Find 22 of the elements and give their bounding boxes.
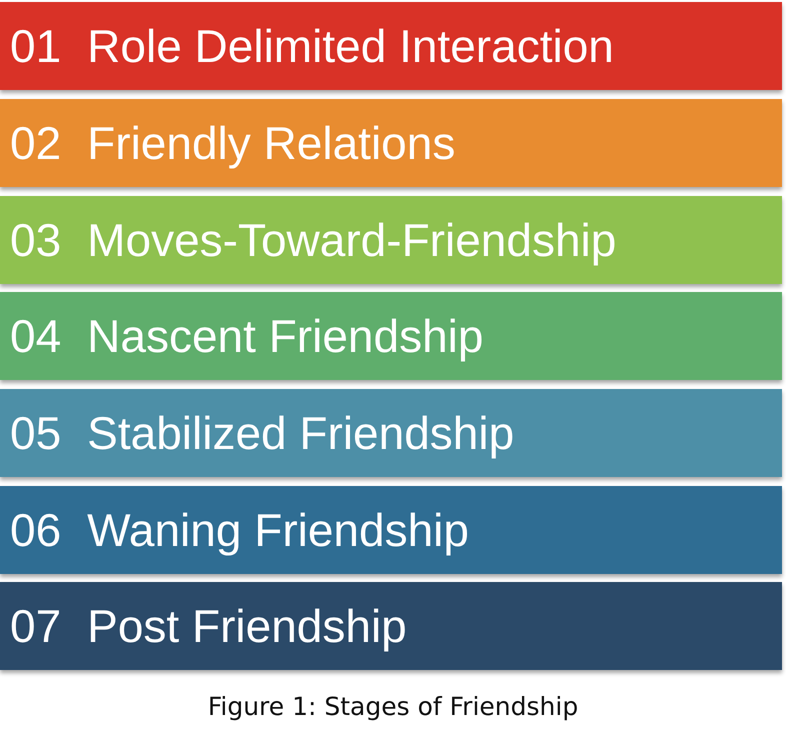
figure-caption: Figure 1: Stages of Friendship: [208, 692, 578, 721]
stage-number: 03: [10, 213, 62, 267]
stage-band: [0, 389, 782, 477]
stage-band: [0, 2, 782, 90]
stage-name: Moves-Toward-Friendship: [87, 213, 616, 267]
stage-name: Friendly Relations: [87, 116, 456, 170]
stage-name: Stabilized Friendship: [87, 406, 514, 460]
stage-number: 07: [10, 599, 62, 653]
stage-band: [0, 582, 782, 670]
stage-number: 04: [10, 309, 62, 363]
stage-band: [0, 292, 782, 380]
stage-number: 05: [10, 406, 62, 460]
stage-name: Waning Friendship: [87, 503, 469, 557]
stage-number: 02: [10, 116, 62, 170]
stage-number: 01: [10, 19, 62, 73]
stage-name: Post Friendship: [87, 599, 407, 653]
stage-name: Nascent Friendship: [87, 309, 484, 363]
stage-name: Role Delimited Interaction: [87, 19, 614, 73]
stage-band: [0, 196, 782, 284]
stage-band: [0, 486, 782, 574]
stage-number: 06: [10, 503, 62, 557]
stage-band: [0, 99, 782, 187]
